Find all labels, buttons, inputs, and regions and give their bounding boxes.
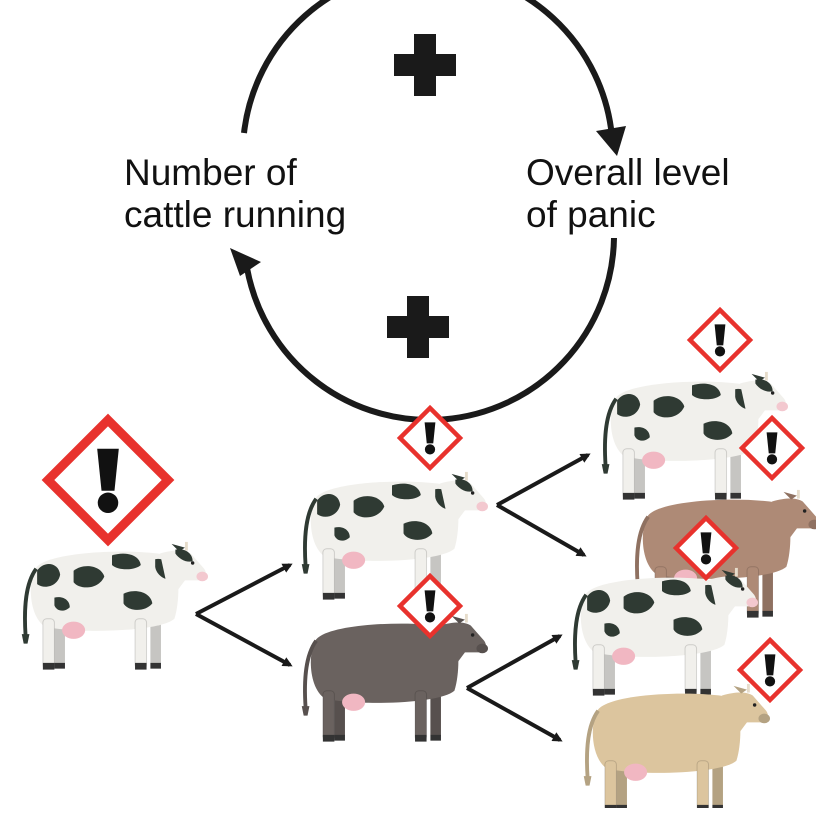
warning-diamond-icon bbox=[738, 414, 806, 482]
loop-arc-top bbox=[241, 0, 615, 138]
cow-holstein bbox=[571, 567, 758, 696]
warning-diamond-icon bbox=[396, 404, 464, 472]
cow-holstein bbox=[601, 371, 788, 500]
arrow-icon bbox=[195, 563, 293, 616]
label-line: Overall level bbox=[526, 152, 730, 193]
arrow-icon bbox=[195, 612, 293, 667]
label-line: of panic bbox=[526, 194, 656, 235]
plus-sign-top bbox=[394, 34, 456, 96]
label-number-of-cattle-running: Number of cattle running bbox=[124, 152, 346, 236]
cows-layer bbox=[21, 371, 816, 812]
warning-diamond-icon bbox=[686, 306, 754, 374]
warning-diamond-icon bbox=[41, 413, 175, 547]
warning-diamond-icon bbox=[736, 636, 804, 704]
label-line: cattle running bbox=[124, 194, 347, 235]
arrow-icon bbox=[466, 686, 563, 742]
cow-holstein bbox=[21, 541, 208, 670]
label-line: Number of bbox=[124, 152, 297, 193]
warning-diamond-icon bbox=[672, 514, 740, 582]
arrow-icon bbox=[496, 453, 591, 507]
cow-dark bbox=[301, 613, 488, 742]
label-overall-level-of-panic: Overall level of panic bbox=[526, 152, 730, 236]
spread-arrows bbox=[195, 453, 591, 742]
warning-diamond-icon bbox=[396, 572, 464, 640]
arrow-icon bbox=[496, 503, 587, 557]
cow-tan bbox=[583, 683, 770, 812]
cow-holstein bbox=[301, 471, 488, 600]
loop-arrowhead-top bbox=[596, 126, 626, 156]
loop-arrowhead-bottom bbox=[230, 248, 261, 276]
plus-sign-bottom bbox=[387, 296, 449, 358]
arrow-icon bbox=[466, 634, 563, 690]
warnings-layer bbox=[41, 306, 806, 704]
